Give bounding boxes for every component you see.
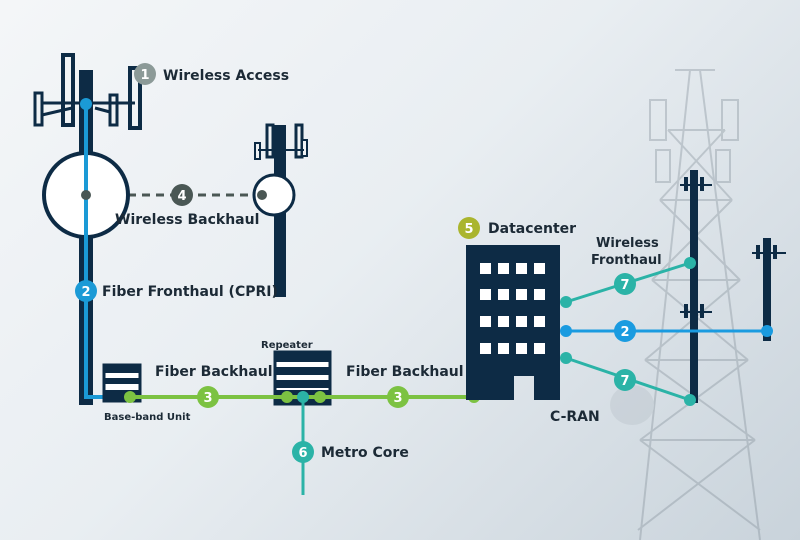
label-c-ran: C-RAN <box>550 409 600 425</box>
label-wireless-fronthaul-1: Wireless <box>596 236 659 251</box>
label-fiber-backhaul-left: Fiber Backhaul <box>155 364 273 380</box>
dc-port-middle <box>560 325 572 337</box>
datacenter-building <box>466 245 560 400</box>
svg-text:2: 2 <box>620 325 629 340</box>
radio-pole-upper <box>680 170 712 403</box>
svg-text:2: 2 <box>81 285 90 300</box>
badge-7-lower: 7 <box>614 369 636 391</box>
svg-text:3: 3 <box>393 391 402 406</box>
badge-3-right: 3 <box>387 386 409 408</box>
badge-3-left: 3 <box>197 386 219 408</box>
label-datacenter: Datacenter <box>488 221 576 237</box>
svg-text:5: 5 <box>464 222 473 237</box>
svg-text:4: 4 <box>177 189 186 204</box>
label-wireless-fronthaul-2: Fronthaul <box>591 253 662 268</box>
radio-pole-right <box>752 238 786 341</box>
label-fiber-fronthaul: Fiber Fronthaul (CPRI) <box>102 284 278 300</box>
dc-port-lower <box>560 352 572 364</box>
badge-2-right: 2 <box>614 320 636 342</box>
pole-port-upper <box>684 257 696 269</box>
svg-text:3: 3 <box>203 391 212 406</box>
dc-port-upper <box>560 296 572 308</box>
svg-text:6: 6 <box>298 446 307 461</box>
svg-text:7: 7 <box>620 374 629 389</box>
label-wireless-backhaul: Wireless Backhaul <box>115 212 259 228</box>
badge-4: 4 <box>171 184 193 206</box>
badge-1: 1 <box>134 63 156 85</box>
base-band-unit <box>102 363 142 403</box>
label-metro-core: Metro Core <box>321 445 409 461</box>
svg-text:1: 1 <box>140 68 149 83</box>
label-wireless-access: Wireless Access <box>163 68 289 84</box>
repeater-port-dot-1 <box>281 391 293 403</box>
badge-5: 5 <box>458 217 480 239</box>
repeater-port-dot-3 <box>314 391 326 403</box>
right-pole-port <box>761 325 773 337</box>
backhaul-dot-left <box>81 190 91 200</box>
pole-port-lower <box>684 394 696 406</box>
backhaul-dot-right <box>257 190 267 200</box>
bbu-port-dot <box>124 391 136 403</box>
badge-2-fronthaul: 2 <box>75 280 97 302</box>
label-repeater: Repeater <box>261 340 313 351</box>
badge-7-upper: 7 <box>614 273 636 295</box>
label-base-band-unit: Base-band Unit <box>104 412 191 423</box>
label-fiber-backhaul-right: Fiber Backhaul <box>346 364 464 380</box>
badge-6: 6 <box>292 441 314 463</box>
backhaul-tower <box>252 123 308 297</box>
antenna-port-dot <box>80 98 92 110</box>
svg-text:7: 7 <box>620 278 629 293</box>
